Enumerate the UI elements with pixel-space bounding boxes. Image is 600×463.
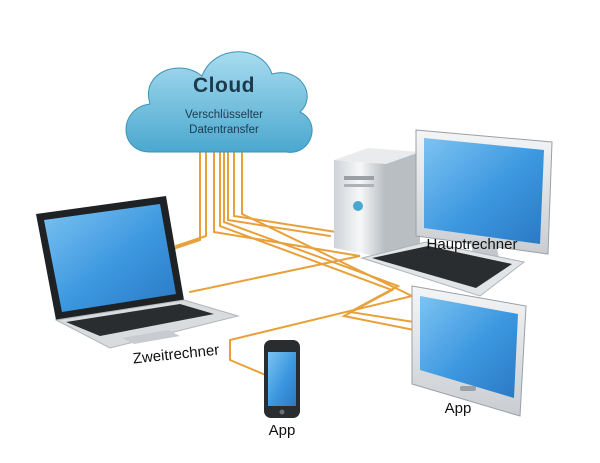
cable-cross [189, 149, 361, 293]
cable-tablet-2 [223, 149, 415, 323]
tower-pc [334, 148, 420, 258]
label-phone-app: App [268, 422, 296, 439]
tablet [411, 285, 527, 417]
cable-phone [229, 149, 415, 377]
cloud-title: Cloud [193, 74, 255, 97]
cable-laptop-2 [175, 149, 207, 247]
cloud-subtitle-line2: Datentransfer [189, 124, 259, 136]
cloud-subtitle: Verschlüsselter Datentransfer [185, 108, 263, 138]
label-tablet-app: App [444, 400, 472, 417]
laptop [36, 196, 240, 349]
cable-main-2 [233, 149, 337, 233]
cloud-shape [125, 51, 313, 153]
keyboard [360, 241, 526, 297]
label-main-computer: Hauptrechner [426, 236, 518, 253]
phone [264, 340, 300, 418]
cloud-subtitle-line1: Verschlüsselter [185, 109, 263, 121]
cable-laptop [169, 149, 201, 251]
cables [169, 149, 415, 377]
cable-main [227, 149, 331, 237]
